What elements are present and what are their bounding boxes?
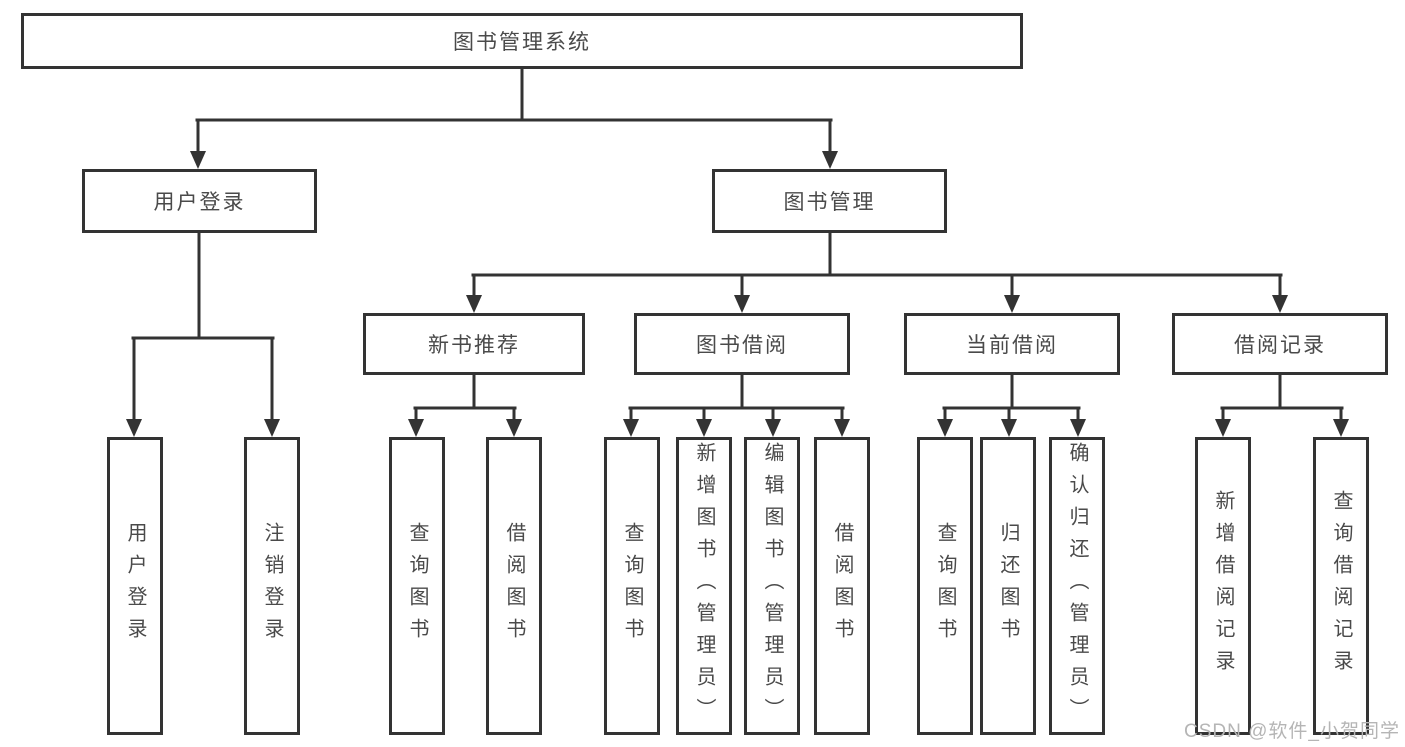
node-label: 图书借阅	[696, 334, 788, 357]
leaf-label: 借阅图书	[503, 522, 525, 650]
leaf-confirm-return-admin: 确认归还（管理员）	[1049, 437, 1105, 735]
leaf-label: 归还图书	[997, 522, 1019, 650]
leaf-label: 用户登录	[124, 522, 146, 650]
node-label: 图书管理系统	[453, 31, 591, 54]
leaf-query-books-borrowing: 查询图书	[604, 437, 660, 735]
node-borrowing-records: 借阅记录	[1172, 313, 1388, 375]
node-label: 图书管理	[783, 191, 876, 214]
node-new-book-recommendation: 新书推荐	[363, 313, 585, 375]
leaf-return-book: 归还图书	[980, 437, 1036, 735]
node-library-management-system: 图书管理系统	[21, 13, 1023, 69]
leaf-add-book-admin: 新增图书（管理员）	[676, 437, 732, 735]
leaf-label: 新增借阅记录	[1212, 490, 1234, 682]
watermark: CSDN @软件_小贺同学	[1184, 721, 1400, 742]
node-label: 新书推荐	[428, 334, 520, 357]
leaf-logout: 注销登录	[244, 437, 300, 735]
node-label: 当前借阅	[966, 334, 1058, 357]
leaf-query-books-recommendation: 查询图书	[389, 437, 445, 735]
node-label: 用户登录	[153, 191, 246, 214]
leaf-label: 查询图书	[934, 522, 956, 650]
leaf-label: 查询借阅记录	[1330, 490, 1352, 682]
node-book-borrowing: 图书借阅	[634, 313, 850, 375]
leaf-label: 查询图书	[406, 522, 428, 650]
node-current-borrowing: 当前借阅	[904, 313, 1120, 375]
node-label: 借阅记录	[1234, 334, 1326, 357]
leaf-query-borrow-record: 查询借阅记录	[1313, 437, 1369, 735]
leaf-borrow-books-recommendation: 借阅图书	[486, 437, 542, 735]
leaf-add-borrow-record: 新增借阅记录	[1195, 437, 1251, 735]
leaf-edit-book-admin: 编辑图书（管理员）	[744, 437, 800, 735]
leaf-label: 新增图书（管理员）	[693, 442, 715, 730]
leaf-label: 查询图书	[621, 522, 643, 650]
leaf-borrow-books-borrowing: 借阅图书	[814, 437, 870, 735]
node-book-management: 图书管理	[712, 169, 947, 233]
leaf-label: 注销登录	[261, 522, 283, 650]
node-user-login: 用户登录	[82, 169, 317, 233]
leaf-label: 确认归还（管理员）	[1066, 442, 1088, 730]
leaf-label: 编辑图书（管理员）	[761, 442, 783, 730]
leaf-label: 借阅图书	[831, 522, 853, 650]
leaf-query-books-current: 查询图书	[917, 437, 973, 735]
leaf-user-login: 用户登录	[107, 437, 163, 735]
